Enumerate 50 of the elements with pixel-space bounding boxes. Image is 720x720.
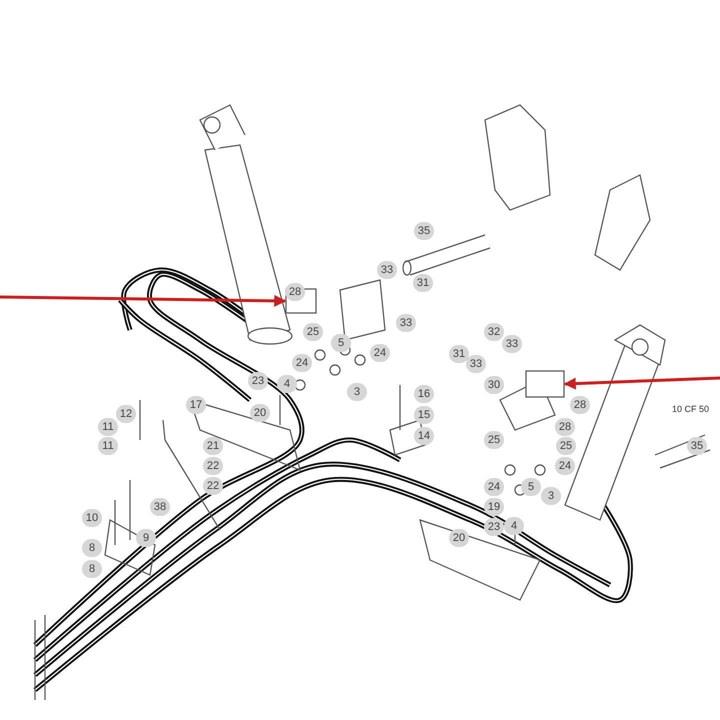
callout-number: 35: [687, 437, 707, 455]
part-note: 10 CF 50: [672, 404, 710, 414]
callout-number: 20: [250, 404, 270, 422]
callout-number: 20: [449, 529, 469, 547]
callout-number: 15: [414, 406, 434, 424]
callout-number: 11: [98, 418, 118, 436]
callout-number: 28: [555, 418, 575, 436]
callout-number: 24: [292, 354, 312, 372]
callout-number: 3: [541, 487, 561, 505]
callout-number: 32: [484, 323, 504, 341]
callout-number: 23: [248, 372, 268, 390]
callout-number: 9: [136, 529, 156, 547]
callout-number: 22: [203, 457, 223, 475]
callout-number: 38: [150, 498, 170, 516]
callout-number: 10: [82, 509, 102, 527]
callout-number: 24: [555, 457, 575, 475]
callout-number: 28: [285, 283, 305, 301]
callout-number: 11: [98, 437, 118, 455]
callout-number: 23: [484, 518, 504, 536]
callout-number: 14: [414, 427, 434, 445]
callout-number: 25: [484, 431, 504, 449]
callout-number: 31: [449, 345, 469, 363]
callout-number: 8: [82, 539, 102, 557]
callout-number: 16: [414, 385, 434, 403]
callout-number: 12: [116, 405, 136, 423]
callout-number: 3: [347, 383, 367, 401]
callout-number: 35: [414, 222, 434, 240]
callout-number: 31: [413, 274, 433, 292]
callout-number: 17: [186, 396, 206, 414]
callout-number: 24: [484, 478, 504, 496]
callout-number: 5: [521, 478, 541, 496]
callout-number: 33: [377, 261, 397, 279]
bracket-part: [525, 370, 565, 398]
callout-number: 33: [502, 335, 522, 353]
callout-number: 19: [484, 498, 504, 516]
callout-number: 21: [203, 437, 223, 455]
callout-number: 25: [303, 323, 323, 341]
callout-number: 30: [484, 376, 504, 394]
callout-number: 4: [504, 517, 524, 535]
callout-number: 25: [556, 437, 576, 455]
pointer-arrow: [564, 376, 720, 390]
pointer-arrow: [0, 294, 286, 307]
callout-number: 4: [277, 375, 297, 393]
callout-number: 24: [370, 344, 390, 362]
callout-number: 28: [570, 396, 590, 414]
callout-number: 8: [82, 560, 102, 578]
callout-number: 22: [203, 477, 223, 495]
callout-number: 33: [396, 314, 416, 332]
callout-number: 5: [331, 334, 351, 352]
callout-number: 33: [466, 355, 486, 373]
